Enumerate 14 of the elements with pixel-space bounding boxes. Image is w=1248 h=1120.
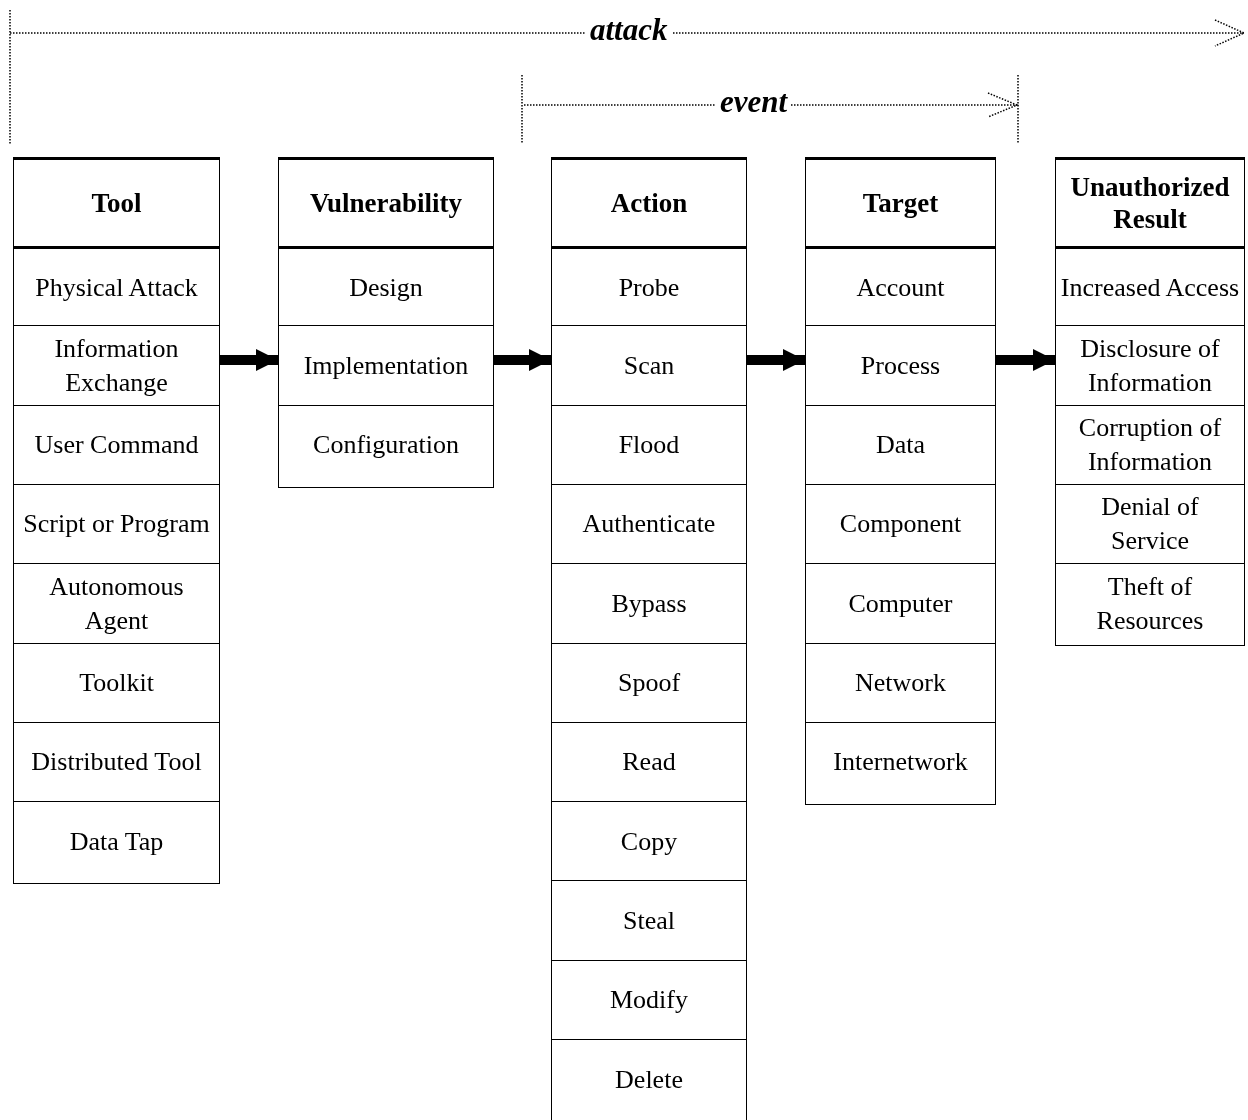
column-title: Target	[862, 187, 939, 219]
column-title: Tool	[91, 187, 142, 219]
category-column	[278, 157, 494, 488]
block-arrow	[220, 349, 278, 371]
block-arrow	[494, 349, 551, 371]
column-title: Unauthorized Result	[1069, 171, 1231, 235]
block-arrow	[747, 349, 805, 371]
column-title: Action	[610, 187, 688, 219]
category-column	[13, 157, 220, 885]
block-arrow	[996, 349, 1055, 371]
category-column	[551, 157, 747, 1120]
category-column	[805, 157, 996, 805]
column-title: Vulnerability	[309, 187, 462, 219]
category-column	[1055, 157, 1245, 647]
